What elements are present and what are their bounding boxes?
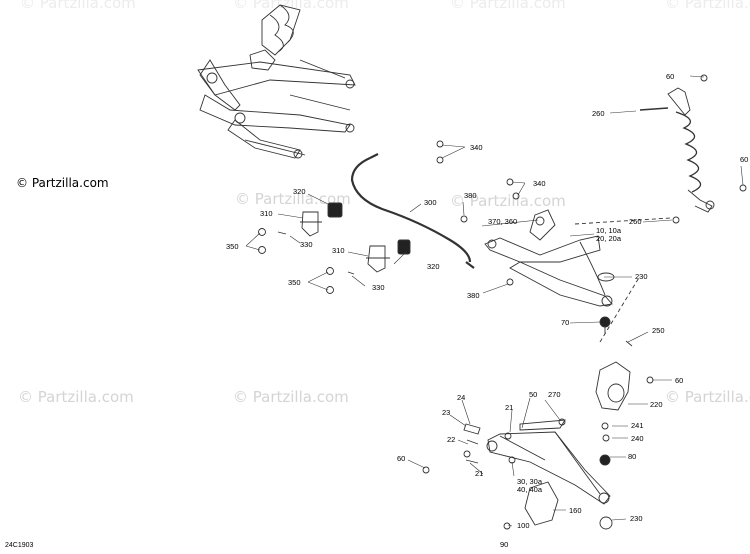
callout-240: 240 xyxy=(631,434,644,443)
callout-310: 310 xyxy=(260,209,273,218)
callout-350: 350 xyxy=(288,278,301,287)
diagram-code: 24C1903 xyxy=(5,542,34,549)
callout-80: 80 xyxy=(628,452,637,461)
callout-50: 50 xyxy=(529,390,538,399)
callout-30-30a: 30, 30a xyxy=(517,477,543,486)
callout-220: 220 xyxy=(650,400,663,409)
callout-160: 160 xyxy=(569,506,582,515)
callout-310: 310 xyxy=(332,246,345,255)
callout-20-20a: 20, 20a xyxy=(596,234,622,243)
callout-330: 330 xyxy=(372,283,385,292)
callout-10-10a: 10, 10a xyxy=(596,226,622,235)
callout-21: 21 xyxy=(505,403,514,412)
callout-380: 380 xyxy=(464,191,477,200)
callout-22: 22 xyxy=(447,435,456,444)
callout-320: 320 xyxy=(427,262,440,271)
callout-370-360: 370, 360 xyxy=(488,217,518,226)
callout-350: 350 xyxy=(226,242,239,251)
callout-21: 21 xyxy=(475,469,484,478)
callout-23: 23 xyxy=(442,408,451,417)
watermark: © Partzilla.com xyxy=(233,0,349,12)
callout-380: 380 xyxy=(467,291,480,300)
watermark-main: © Partzilla.com xyxy=(16,176,109,190)
callout-260: 260 xyxy=(629,217,642,226)
watermark: © Partzilla.com xyxy=(233,388,349,406)
callout-241: 241 xyxy=(631,421,644,430)
watermark: © Partzilla.com xyxy=(450,192,566,210)
callout-270: 270 xyxy=(548,390,561,399)
watermark: © Partzilla.com xyxy=(665,0,750,12)
callout-60: 60 xyxy=(666,72,675,81)
callout-40-40a: 40, 40a xyxy=(517,485,543,494)
callout-330: 330 xyxy=(300,240,313,249)
callout-60: 60 xyxy=(740,155,749,164)
callout-340: 340 xyxy=(470,143,483,152)
watermark: © Partzilla.com xyxy=(20,0,136,12)
callout-230: 230 xyxy=(635,272,648,281)
callout-60: 60 xyxy=(675,376,684,385)
callout-60: 60 xyxy=(397,454,406,463)
callout-320: 320 xyxy=(293,187,306,196)
watermark: © Partzilla.com xyxy=(235,190,351,208)
callout-90: 90 xyxy=(500,540,509,549)
callout-340: 340 xyxy=(533,179,546,188)
callout-300: 300 xyxy=(424,198,437,207)
callout-250: 250 xyxy=(652,326,665,335)
callout-70: 70 xyxy=(561,318,570,327)
callout-100: 100 xyxy=(517,521,530,530)
callout-260: 260 xyxy=(592,109,605,118)
callout-24: 24 xyxy=(457,393,466,402)
watermark: © Partzilla.com xyxy=(665,388,750,406)
watermark: © Partzilla.com xyxy=(18,388,134,406)
watermark: © Partzilla.com xyxy=(450,0,566,12)
callout-230: 230 xyxy=(630,514,643,523)
